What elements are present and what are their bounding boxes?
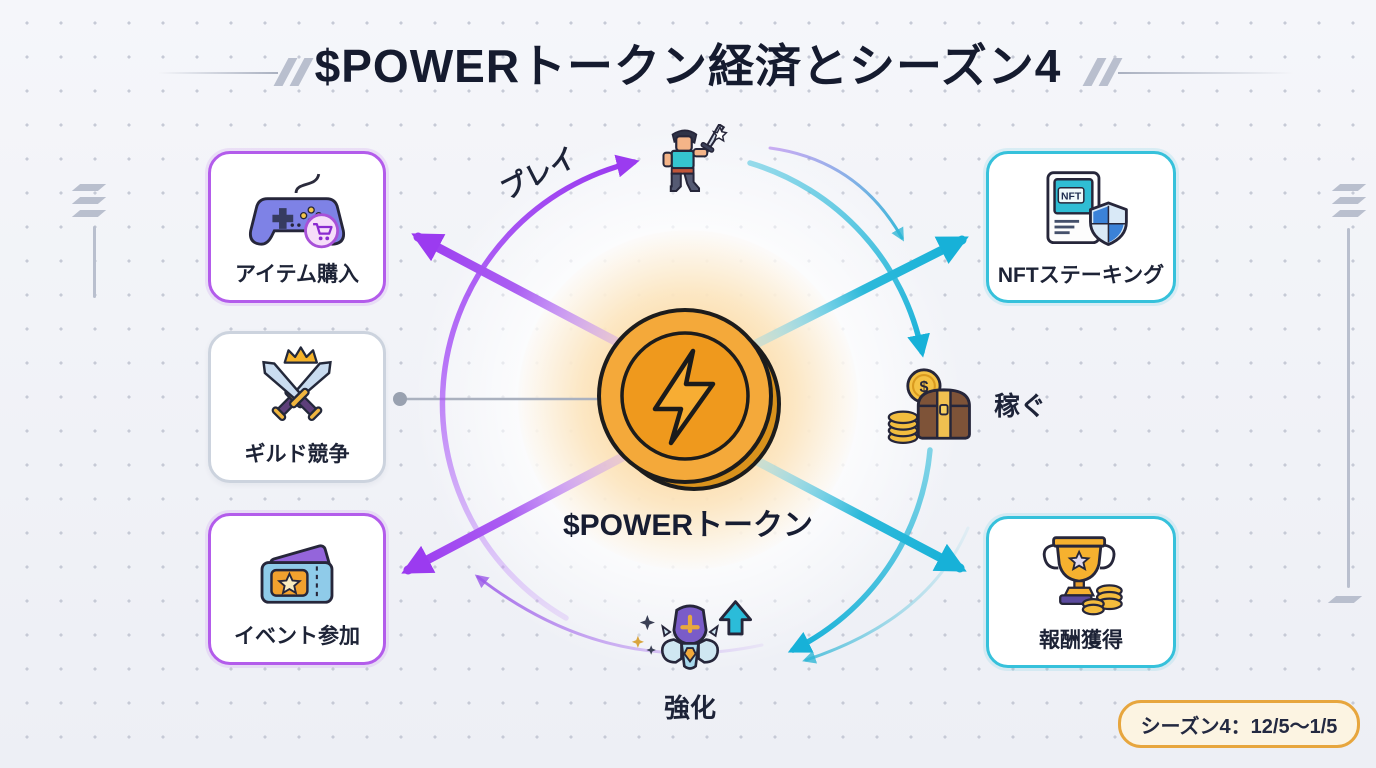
page-title: $POWERトークン経済とシーズン4 [314,40,1062,92]
knight-upgrade-icon [631,600,752,670]
guild-connector-line [393,392,598,406]
season-badge: シーズン4：12/5〜1/5 [1118,700,1360,748]
edge-line-right [1347,228,1350,588]
edge-line-left [93,226,96,298]
center-token-label: $POWERトークン [562,509,814,542]
warrior-sword-icon [662,124,728,192]
arrow-token-to-event-join [401,447,637,575]
node-label: NFTステーキング [997,264,1165,287]
coin-dollar-text: $ [919,378,928,396]
cycle-arc-upgrade [787,447,933,653]
lightning-coin-icon [597,308,781,491]
node-label: 報酬獲得 [1039,629,1123,652]
gamepad-shopping-cart-icon [248,173,346,249]
nft-card-shield-icon: NFT [1046,171,1128,246]
cycle-step-earn-label: 稼ぐ [994,391,1047,421]
event-ticket-icon [260,544,334,604]
arrow-token-to-item-purchase [411,232,641,357]
cycle-arc-play [439,154,640,621]
title-rule-right [1118,72,1293,74]
node-event-join: イベント参加 [208,513,386,665]
node-label: アイテム購入 [235,263,359,286]
arrow-token-to-reward [735,447,967,573]
arrow-token-to-nft-staking [739,235,969,355]
node-guild-competition: ギルド競争 [208,331,386,483]
cycle-arc-earn [747,160,930,358]
node-nft-staking: NFT NFTステーキング [986,151,1176,303]
node-reward: 報酬獲得 [986,516,1176,668]
title-rule-left [158,72,278,74]
trophy-coins-icon [1042,536,1123,616]
crossed-swords-crown-icon [262,346,332,422]
thin-arc-bottom-left [474,574,764,655]
cycle-step-upgrade-label: 強化 [663,693,716,723]
thin-arc-bottom-right [802,526,970,664]
thin-arc-top [768,146,904,242]
nft-card-text: NFT [1061,192,1082,203]
node-label: イベント参加 [234,625,360,648]
treasure-chest-coins-icon: $ [887,368,971,445]
node-label: ギルド競争 [244,443,350,466]
node-item-purchase: アイテム購入 [208,151,386,303]
